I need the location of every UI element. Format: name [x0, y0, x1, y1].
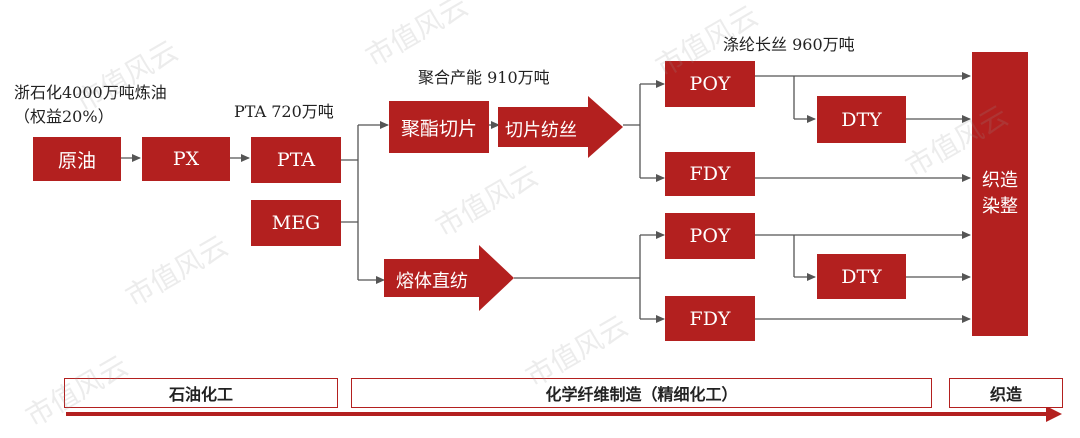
- polymer-capacity-note: 聚合产能 910万吨: [418, 68, 550, 87]
- weave-dye-label: 织造染整: [982, 170, 1018, 217]
- pta-box: PTA: [251, 137, 341, 183]
- crude-oil-box: 原油: [33, 137, 121, 181]
- filament-capacity-note: 涤纶长丝 960万吨: [723, 35, 855, 54]
- dty-top-box: DTY: [817, 96, 906, 143]
- fdy-top-box: FDY: [665, 152, 755, 196]
- meg-box: MEG: [251, 200, 341, 246]
- stage-petrochem: 石油化工: [64, 378, 338, 408]
- zhejiang-petrochem-note: 浙石化4000万吨炼油（权益20%）: [14, 83, 167, 126]
- weave-dye-box: 织造染整: [972, 52, 1028, 336]
- px-box: PX: [142, 137, 230, 181]
- polyester-chips-box: 聚酯切片: [389, 101, 489, 153]
- melt-direct-spinning-label: 熔体直纺: [396, 271, 468, 292]
- stage-chemical-fiber: 化学纤维制造（精细化工）: [351, 378, 932, 408]
- poy-top-box: POY: [665, 61, 755, 107]
- pta-capacity-note: PTA 720万吨: [234, 102, 334, 121]
- poy-bottom-box: POY: [665, 213, 755, 259]
- stage-weaving: 织造: [949, 378, 1063, 408]
- melt-direct-spinning-arrow: [384, 245, 514, 311]
- fdy-bottom-box: FDY: [665, 296, 755, 341]
- dty-bottom-box: DTY: [817, 254, 906, 299]
- chip-spinning-label: 切片纺丝: [505, 120, 577, 141]
- chip-spinning-arrow: [498, 96, 623, 158]
